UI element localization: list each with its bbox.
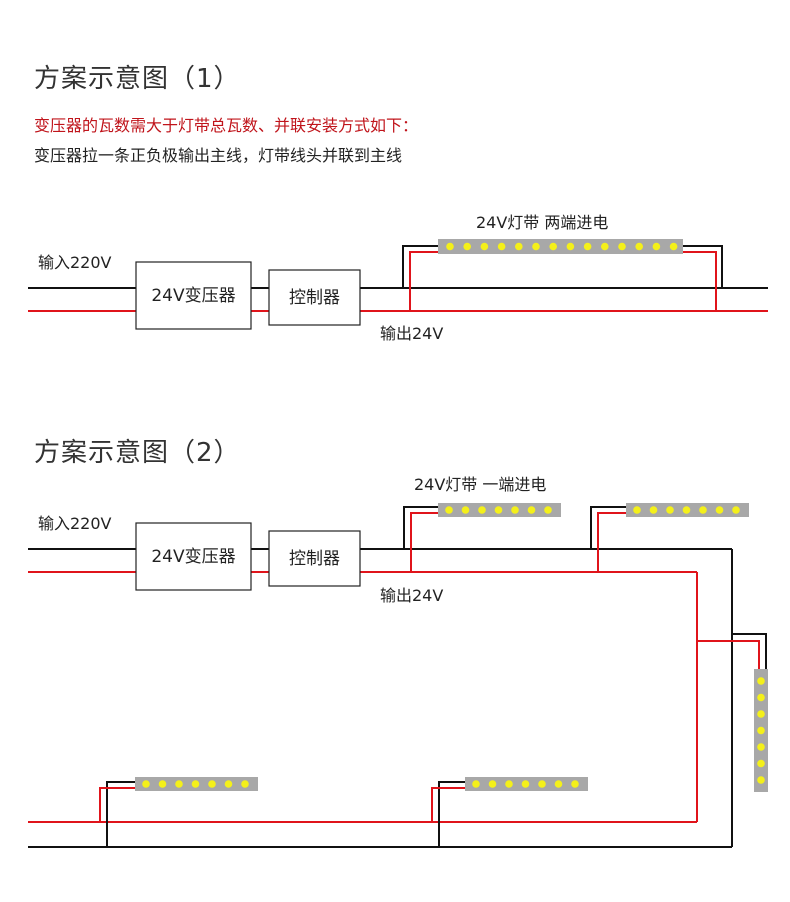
strip-d-positive-branch — [99, 787, 135, 822]
led-dot — [635, 242, 643, 251]
led-dot — [757, 677, 765, 685]
strip-e-negative-branch — [438, 781, 465, 847]
strip-a-positive-branch — [410, 512, 438, 572]
strip-b-negative-branch — [590, 506, 626, 549]
led-dot — [571, 780, 579, 788]
led-dot — [666, 506, 674, 514]
led-dot — [511, 506, 519, 514]
strip-branch-positive-left — [409, 251, 438, 311]
transformer-label-1: 24V变压器 — [151, 286, 235, 306]
led-dot — [757, 726, 765, 735]
led-dot — [480, 242, 489, 251]
scheme-2-title: 方案示意图（2） — [34, 438, 241, 468]
transformer-box-1 — [135, 261, 252, 330]
led-dot — [583, 242, 592, 251]
led-dot — [618, 242, 626, 251]
led-dot — [521, 780, 530, 788]
transformer-label-2: 24V变压器 — [151, 547, 235, 567]
led-dot — [463, 242, 472, 251]
led-dot — [497, 242, 506, 251]
output-label-2: 输出24V — [380, 586, 443, 605]
strip-c-positive-branch — [697, 640, 760, 669]
led-dot — [757, 776, 765, 784]
scheme-2-diagram: 24V变压器 控制器 输入220V 输出24V 24V灯带 一端进电 — [28, 475, 768, 848]
led-dot — [515, 242, 523, 251]
controller-box-1 — [268, 269, 361, 326]
led-strip-d-leds — [142, 780, 249, 788]
led-dot — [142, 780, 150, 788]
strip-e-positive-branch — [431, 787, 465, 822]
strip-d-negative-branch — [106, 781, 135, 847]
led-dot — [732, 506, 740, 514]
led-dot — [478, 506, 486, 514]
led-dot — [669, 242, 678, 251]
strip-branch-negative-left — [402, 245, 438, 288]
strip-a-negative-branch — [403, 506, 438, 549]
led-strip-b-leds — [633, 506, 740, 514]
led-dot — [538, 780, 546, 788]
led-dot — [445, 506, 453, 514]
scheme-1-diagram: 24V变压器 控制器 输入220V 输出24V 24V灯带 两端进电 — [28, 213, 768, 343]
led-dot — [601, 242, 609, 251]
led-dot — [461, 506, 470, 514]
led-dot — [757, 693, 765, 702]
led-dot — [682, 506, 691, 514]
led-dot — [544, 506, 552, 514]
led-dot — [699, 506, 707, 514]
led-dot — [757, 743, 765, 751]
led-dot — [757, 710, 765, 718]
led-dot — [446, 242, 454, 251]
led-dot — [633, 506, 641, 514]
wattage-note: 变压器的瓦数需大于灯带总瓦数、并联安装方式如下： — [34, 116, 419, 135]
controller-label-1: 控制器 — [289, 288, 340, 308]
led-dot — [505, 780, 513, 788]
led-dot — [494, 506, 503, 514]
led-dot — [488, 780, 497, 788]
strip-label-1: 24V灯带 两端进电 — [476, 213, 608, 232]
led-strip-e-leds — [472, 780, 579, 788]
led-dot — [191, 780, 200, 788]
wiring-note: 变压器拉一条正负极输出主线，灯带线头并联到主线 — [34, 146, 403, 165]
controller-label-2: 控制器 — [289, 549, 340, 569]
led-dot — [158, 780, 167, 788]
led-strip-c-leds — [757, 677, 765, 784]
led-dot — [549, 242, 557, 251]
input-label-1: 输入220V — [38, 253, 112, 272]
led-dot — [532, 242, 540, 251]
led-dot — [527, 506, 536, 514]
strip-b-positive-branch — [597, 512, 626, 572]
led-dot — [175, 780, 183, 788]
led-strip-a-leds — [445, 506, 552, 514]
transformer-box-2 — [135, 522, 252, 591]
led-dot — [472, 780, 480, 788]
led-dot — [566, 242, 575, 251]
led-strip-1 — [438, 239, 683, 254]
strip-branch-negative-right — [683, 245, 723, 288]
strip-branch-positive-right — [683, 251, 717, 311]
strip-c-negative-branch — [732, 633, 767, 669]
led-dot — [241, 780, 249, 788]
led-dot — [757, 759, 765, 768]
led-strip-1-leds — [446, 242, 678, 251]
led-dot — [715, 506, 724, 514]
output-label-1: 输出24V — [380, 324, 443, 343]
input-label-2: 输入220V — [38, 514, 112, 533]
led-dot — [649, 506, 658, 514]
led-dot — [652, 242, 661, 251]
led-dot — [224, 780, 233, 788]
strip-label-2: 24V灯带 一端进电 — [414, 475, 546, 494]
controller-box-2 — [268, 530, 361, 587]
led-dot — [554, 780, 563, 788]
scheme-1-title: 方案示意图（1） — [34, 64, 241, 94]
led-dot — [208, 780, 216, 788]
